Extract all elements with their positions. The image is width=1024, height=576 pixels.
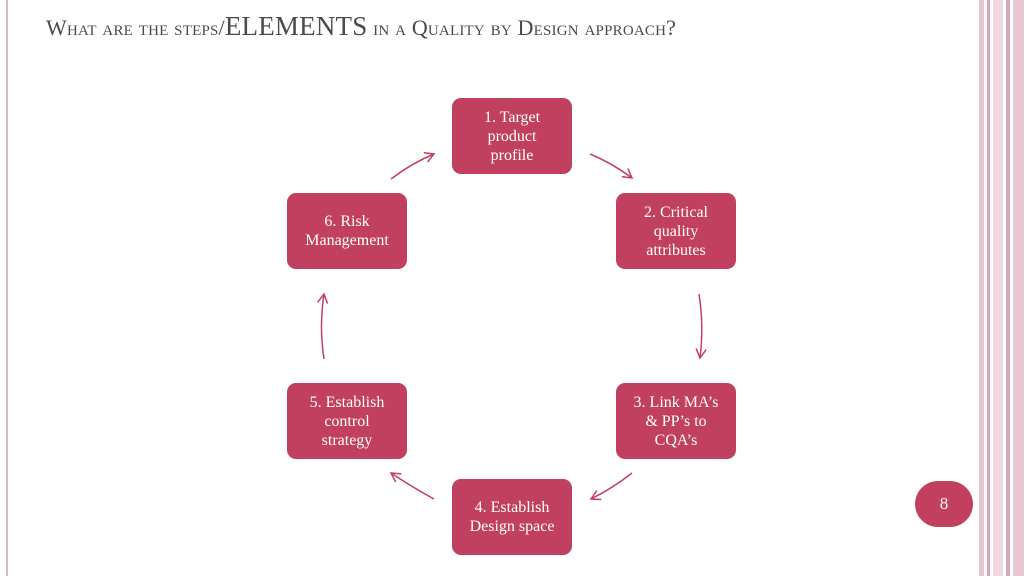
arrow-2-to-3 bbox=[695, 293, 707, 360]
left-border-line bbox=[6, 0, 8, 576]
step-3-link-ma-pp-to-cqa: 3. Link MA’s & PP’s to CQA’s bbox=[616, 383, 736, 459]
arrow-3-to-4 bbox=[589, 472, 633, 501]
step-6-risk-management: 6. Risk Management bbox=[287, 193, 407, 269]
step-4-establish-design-space: 4. Establish Design space bbox=[452, 479, 572, 555]
arrow-1-to-2 bbox=[589, 153, 634, 179]
step-1-target-product-profile: 1. Target product profile bbox=[452, 98, 572, 174]
slide-title: What are the steps/ELEMENTS in a Quality… bbox=[46, 4, 926, 50]
arrow-4-to-5 bbox=[389, 472, 435, 500]
decorative-side-stripes bbox=[979, 0, 1024, 576]
step-2-critical-quality-attributes: 2. Critical quality attributes bbox=[616, 193, 736, 269]
arrow-6-to-1 bbox=[390, 152, 436, 180]
step-5-establish-control-strategy: 5. Establish control strategy bbox=[287, 383, 407, 459]
page-number-badge: 8 bbox=[915, 481, 973, 527]
title-part-2: ELEMENTS bbox=[224, 11, 368, 41]
title-part-1: What are the steps/ bbox=[46, 15, 225, 40]
title-part-3: in a Quality by Design approach? bbox=[367, 15, 677, 40]
arrow-5-to-6 bbox=[317, 292, 329, 360]
